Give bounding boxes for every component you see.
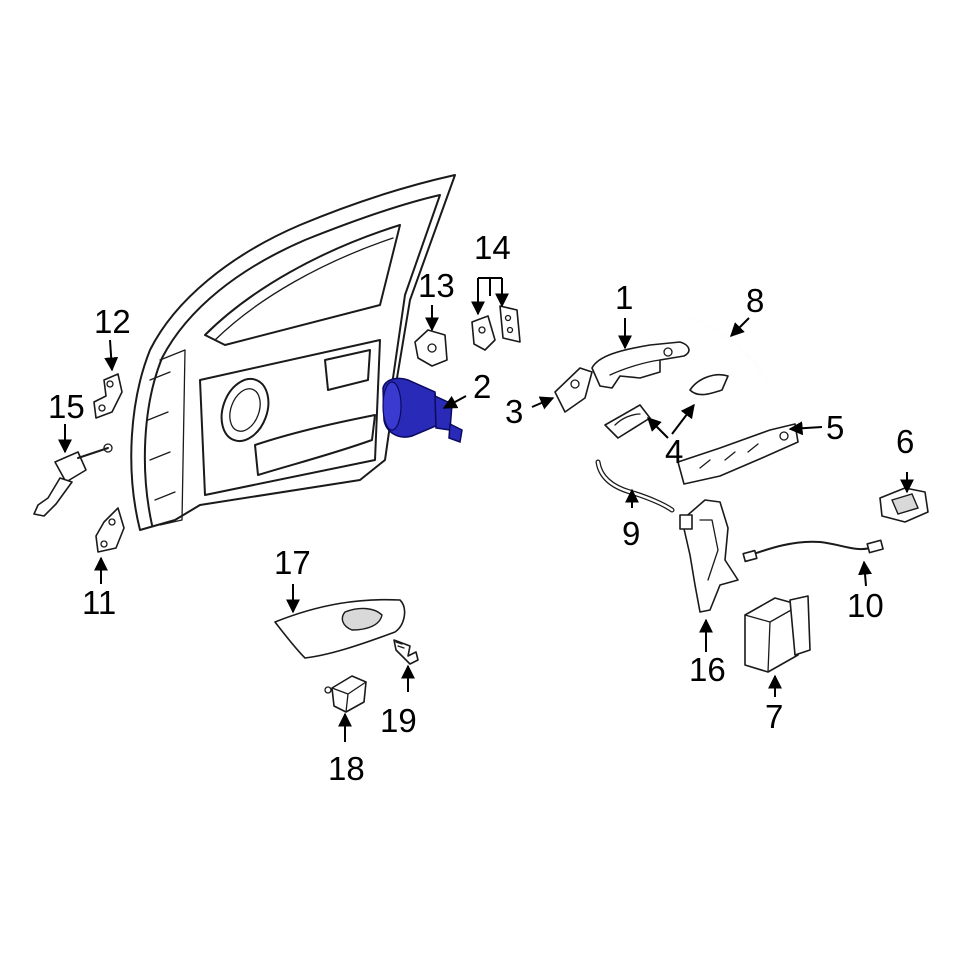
- part-15[interactable]: [33, 443, 113, 517]
- callout-6: 6: [896, 423, 914, 460]
- callout-labels: 1 2 3 4 5 6 7 8 9 10 11 12 13 14 15 16 1…: [48, 229, 914, 787]
- callout-9: 9: [622, 515, 640, 552]
- callout-3: 3: [505, 393, 523, 430]
- callout-19: 19: [380, 702, 417, 739]
- part-11[interactable]: [95, 507, 125, 553]
- part-3[interactable]: [554, 367, 593, 413]
- callout-10: 10: [847, 587, 884, 624]
- callout-18: 18: [328, 750, 365, 787]
- callout-15: 15: [48, 388, 85, 425]
- callout-11: 11: [82, 584, 116, 621]
- part-7[interactable]: [744, 595, 811, 673]
- part-5[interactable]: [677, 423, 799, 485]
- part-12[interactable]: [93, 373, 123, 419]
- part-8[interactable]: [686, 316, 770, 384]
- callout-8: 8: [746, 282, 764, 319]
- part-14[interactable]: [471, 305, 521, 351]
- part-18[interactable]: [324, 675, 367, 713]
- callout-14: 14: [474, 229, 511, 266]
- part-17[interactable]: [274, 598, 406, 659]
- callout-4: 4: [665, 433, 683, 470]
- part-6[interactable]: [879, 487, 929, 523]
- callout-2: 2: [473, 368, 491, 405]
- callout-1: 1: [615, 279, 633, 316]
- part-10[interactable]: [742, 539, 884, 563]
- callout-16: 16: [689, 651, 726, 688]
- lock-cylinder-part-2[interactable]: [382, 377, 463, 444]
- callout-13: 13: [418, 267, 455, 304]
- callout-7: 7: [765, 698, 783, 735]
- leader-arrows: [58, 277, 914, 742]
- part-4[interactable]: [604, 374, 729, 439]
- part-16[interactable]: [679, 499, 739, 613]
- part-19[interactable]: [393, 639, 419, 665]
- part-9[interactable]: [595, 459, 675, 513]
- door-shell: [130, 174, 456, 531]
- part-1[interactable]: [591, 341, 690, 389]
- callout-17: 17: [274, 544, 311, 581]
- callout-5: 5: [826, 409, 844, 446]
- callout-12: 12: [94, 303, 131, 340]
- part-13[interactable]: [414, 329, 448, 367]
